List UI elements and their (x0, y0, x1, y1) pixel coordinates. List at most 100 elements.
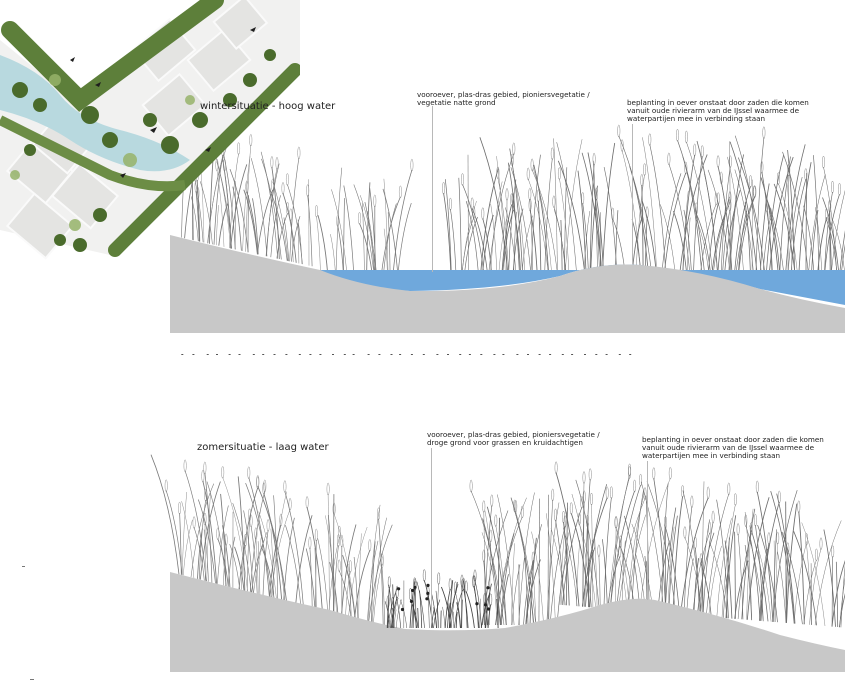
grass-blade (255, 538, 259, 595)
grass-blade (777, 551, 787, 623)
grass-blade (582, 501, 585, 607)
winter-note-left: vooroever, plas-dras gebied, pioniersveg… (417, 91, 590, 107)
grass-blade (246, 191, 259, 255)
tick-mark (595, 354, 598, 355)
grass-blade (687, 217, 691, 271)
grass-blade (757, 547, 772, 622)
grass-blade (387, 586, 398, 629)
grass-blade (537, 200, 542, 271)
grass-seedhead (699, 553, 703, 566)
grass-seedhead (700, 145, 704, 158)
grass-blade (449, 580, 454, 629)
grass-blade (512, 208, 524, 271)
grass-blade (716, 518, 732, 618)
grass-seedhead (767, 532, 771, 545)
grass-blade (721, 166, 731, 271)
grass-seedhead (617, 124, 621, 138)
grass-blade (307, 195, 313, 267)
grass-seedhead (569, 502, 573, 515)
grass-blade (734, 169, 754, 271)
grass-seedhead (297, 146, 301, 160)
grass-blade (463, 580, 468, 629)
grass-seedhead (511, 192, 515, 206)
grass-blade (230, 164, 248, 249)
grass-blade (716, 499, 729, 619)
grass-blade (582, 497, 608, 607)
grass-blade (482, 518, 502, 626)
grass-blade (553, 138, 558, 271)
grass-blade (530, 154, 541, 271)
grass-blade (258, 511, 277, 599)
grass-blade (248, 477, 270, 597)
grass-blade (220, 493, 227, 587)
grass-blade (419, 590, 423, 629)
grass-blade (462, 200, 477, 271)
grass-blade (736, 196, 755, 271)
grass-seedhead (203, 512, 207, 526)
grass-blade (317, 538, 328, 612)
grass-blade (511, 564, 521, 626)
margin-mark (30, 679, 34, 680)
grass-seedhead (472, 575, 476, 588)
grass-seedhead (605, 486, 609, 500)
grass-blade (737, 533, 752, 620)
grass-blade (702, 521, 714, 617)
tick-mark (538, 354, 541, 355)
grass-blade (383, 178, 389, 276)
grass-blade (497, 177, 509, 271)
grass-blade (612, 218, 626, 271)
grass-blade (682, 154, 696, 271)
grass-seedhead (510, 193, 513, 206)
winter-note-right-line-1: beplanting in oever onstaat door zaden d… (627, 98, 809, 107)
grass-blade (227, 536, 236, 587)
grass-seedhead (285, 173, 289, 186)
grass-seedhead (618, 545, 622, 558)
grass-seedhead (831, 180, 834, 194)
winter-right-leader-line (632, 124, 633, 264)
reed-flowerhead (426, 583, 430, 587)
grass-blade (749, 536, 761, 621)
grass-blade (785, 553, 789, 623)
grass-seedhead (496, 166, 500, 180)
grass-seedhead (249, 514, 253, 528)
grass-seedhead (804, 168, 808, 181)
grass-seedhead (554, 461, 558, 474)
grass-seedhead (805, 533, 808, 546)
grass-blade (388, 584, 394, 629)
grass-seedhead (512, 142, 516, 156)
grass-blade (729, 141, 758, 271)
grass-blade (529, 537, 537, 626)
summer-left-leader-line (431, 448, 432, 623)
grass-seedhead (819, 537, 823, 550)
grass-blade (559, 508, 568, 605)
grass-blade (487, 604, 492, 629)
grass-seedhead (203, 461, 207, 475)
reed-flowerhead (400, 607, 405, 612)
grass-blade (787, 149, 795, 271)
grass-blade (717, 196, 730, 271)
tick-mark (332, 354, 334, 355)
grass-blade (335, 167, 343, 276)
grass-blade (826, 219, 838, 271)
grass-blade (803, 559, 817, 625)
grass-blade (291, 216, 301, 262)
grass-seedhead (305, 496, 309, 509)
grass-blade (785, 501, 787, 623)
grass-blade (527, 178, 549, 271)
grass-seedhead (640, 207, 644, 220)
grass-blade (295, 515, 313, 604)
grass-blade (755, 525, 764, 622)
grass-seedhead (489, 593, 493, 606)
grass-blade (333, 513, 356, 619)
grass-blade (594, 534, 598, 608)
grass-blade (271, 491, 287, 598)
summer-note-left: vooroever, plas-dras gebied, pioniersveg… (427, 431, 600, 447)
grass-seedhead (580, 496, 584, 509)
grass-blade (198, 500, 207, 580)
grass-seedhead (716, 155, 720, 168)
grass-blade (679, 154, 708, 271)
grass-blade (765, 196, 784, 271)
grass-blade (367, 540, 379, 622)
grass-blade (289, 157, 300, 262)
grass-blade (641, 200, 657, 271)
